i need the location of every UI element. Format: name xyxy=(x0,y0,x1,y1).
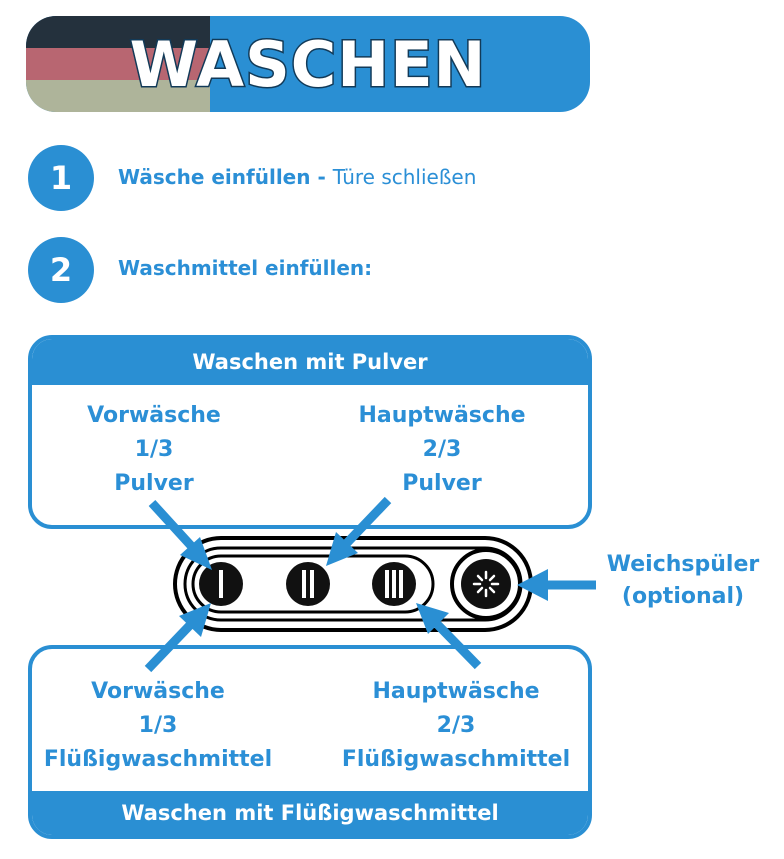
arrow-powder-prewash xyxy=(148,499,198,553)
liquid-box-header: Waschen mit Flüßigwaschmittel xyxy=(32,791,588,835)
liquid-prewash-amount: 1/3 xyxy=(138,713,178,738)
liquid-prewash-title: Vorwäsche xyxy=(91,679,225,704)
step-2-badge: 2 xyxy=(28,237,94,303)
liquid-mainwash-amount: 2/3 xyxy=(436,713,476,738)
softener-title: Weichspüler xyxy=(606,552,760,577)
arrows xyxy=(144,496,596,673)
compartment-softener xyxy=(450,548,522,620)
arrow-liquid-prewash xyxy=(144,619,196,673)
liquid-mainwash-title: Hauptwäsche xyxy=(372,679,540,704)
liquid-mainwash-type: Flüßigwaschmittel xyxy=(341,747,571,772)
powder-mainwash-label: Hauptwäsche 2/3 Pulver xyxy=(342,399,542,501)
compartment-prewash xyxy=(199,562,243,606)
powder-mainwash-title: Hauptwäsche xyxy=(358,403,526,428)
step-1-text-normal: Türe schließen xyxy=(332,165,477,189)
compartment-mainwash-liquid xyxy=(372,562,416,606)
powder-prewash-label: Vorwäsche 1/3 Pulver xyxy=(54,399,254,501)
compartment-mainwash xyxy=(286,562,330,606)
softener-note: (optional) xyxy=(621,584,745,609)
step-1-badge: 1 xyxy=(28,145,94,211)
powder-mainwash-amount: 2/3 xyxy=(422,437,462,462)
arrow-powder-mainwash xyxy=(341,496,392,549)
powder-prewash-type: Pulver xyxy=(114,471,194,496)
arrow-liquid-mainwash xyxy=(432,619,482,670)
step-2-text: Waschmittel einfüllen: xyxy=(118,256,373,280)
liquid-prewash-label: Vorwäsche 1/3 Flüßigwaschmittel xyxy=(36,675,280,777)
powder-box-header: Waschen mit Pulver xyxy=(32,339,588,385)
liquid-mainwash-label: Hauptwäsche 2/3 Flüßigwaschmittel xyxy=(328,675,584,777)
liquid-prewash-type: Flüßigwaschmittel xyxy=(43,747,273,772)
step-1-text: Wäsche einfüllen - Türe schließen xyxy=(118,165,476,189)
german-flag-icon xyxy=(26,16,210,112)
liquid-box: Vorwäsche 1/3 Flüßigwaschmittel Hauptwäs… xyxy=(28,645,592,839)
powder-mainwash-type: Pulver xyxy=(402,471,482,496)
powder-prewash-amount: 1/3 xyxy=(134,437,174,462)
page-title: WASCHEN xyxy=(128,26,487,102)
softener-label: Weichspüler (optional) xyxy=(598,549,768,613)
flower-icon xyxy=(472,570,500,598)
title-banner: WASCHEN xyxy=(26,16,590,112)
powder-box: Waschen mit Pulver Vorwäsche 1/3 Pulver … xyxy=(28,335,592,529)
powder-prewash-title: Vorwäsche xyxy=(87,403,221,428)
step-1-text-bold: Wäsche einfüllen - xyxy=(118,165,333,189)
